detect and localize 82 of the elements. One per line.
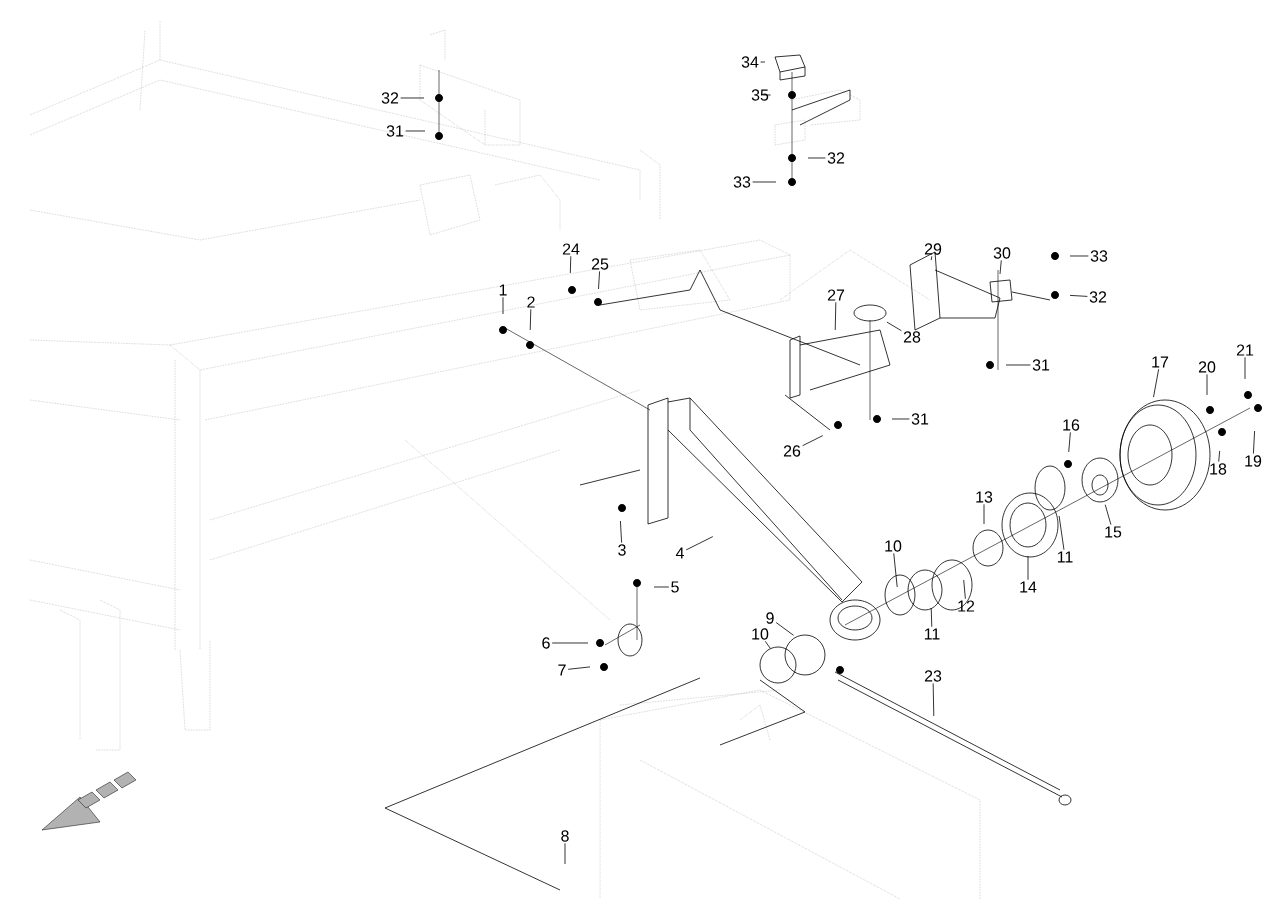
callout-number: 15 bbox=[1105, 526, 1122, 538]
callout-number: 3 bbox=[618, 544, 626, 556]
callout-number: 24 bbox=[562, 243, 580, 255]
callout-number: 11 bbox=[924, 628, 940, 640]
leader-line bbox=[653, 586, 670, 588]
callout-number: 21 bbox=[1236, 344, 1254, 356]
callout-number: 13 bbox=[976, 491, 993, 503]
callout-number: 12 bbox=[958, 600, 975, 612]
leader-line bbox=[1206, 373, 1208, 396]
callout-number: 2 bbox=[527, 296, 535, 308]
callout-number: 32 bbox=[827, 152, 845, 164]
leader-line bbox=[529, 308, 532, 331]
callout-number: 33 bbox=[1090, 250, 1108, 262]
leader-line bbox=[932, 682, 935, 717]
callout-number: 33 bbox=[733, 176, 751, 188]
callout-number: 30 bbox=[993, 247, 1011, 259]
leader-line bbox=[685, 536, 714, 551]
leader-line bbox=[502, 296, 504, 315]
leader-line bbox=[802, 435, 824, 447]
leader-line bbox=[564, 842, 566, 865]
leader-line bbox=[893, 552, 898, 588]
leader-line bbox=[598, 270, 600, 290]
callout-number: 32 bbox=[1089, 291, 1107, 303]
callout-number: 31 bbox=[1032, 359, 1050, 371]
leader-line bbox=[1068, 431, 1071, 453]
leader-line bbox=[1153, 368, 1160, 398]
leader-line bbox=[1069, 295, 1088, 297]
leader-line bbox=[930, 607, 933, 628]
callout-number: 23 bbox=[924, 670, 942, 682]
leader-line bbox=[752, 181, 777, 183]
leader-line bbox=[886, 321, 902, 332]
leader-line bbox=[567, 666, 591, 670]
callout-number: 32 bbox=[381, 92, 399, 104]
callout-number: 4 bbox=[675, 547, 684, 559]
leader-line bbox=[760, 61, 766, 63]
callout-number: 25 bbox=[591, 258, 609, 270]
leader-line bbox=[1244, 356, 1246, 380]
leader-line bbox=[1104, 504, 1112, 526]
leader-line bbox=[1027, 555, 1029, 581]
callout-number: 16 bbox=[1063, 419, 1080, 431]
leader-line bbox=[569, 255, 572, 274]
leader-line bbox=[405, 130, 426, 132]
leader-line bbox=[983, 503, 985, 525]
callout-number: 31 bbox=[911, 413, 929, 425]
callout-number: 8 bbox=[561, 830, 569, 842]
callout-number: 31 bbox=[386, 125, 404, 137]
leader-line bbox=[1069, 255, 1089, 257]
leader-line bbox=[1005, 364, 1031, 366]
leader-line bbox=[775, 622, 794, 636]
leader-line bbox=[764, 640, 771, 649]
leader-line bbox=[834, 301, 837, 331]
callout-number: 5 bbox=[671, 581, 679, 593]
callout-number: 29 bbox=[924, 243, 942, 255]
callout-number: 34 bbox=[741, 56, 759, 68]
leader-line bbox=[1253, 430, 1255, 455]
leader-line bbox=[930, 255, 933, 261]
leader-line bbox=[807, 157, 826, 159]
leader-line bbox=[551, 642, 589, 644]
callout-number: 7 bbox=[558, 664, 566, 676]
callout-number: 9 bbox=[766, 612, 774, 624]
callout-number: 35 bbox=[751, 89, 769, 101]
callout-number: 28 bbox=[903, 331, 921, 343]
callout-number: 11 bbox=[1057, 551, 1073, 563]
callout-number: 20 bbox=[1198, 361, 1216, 373]
leader-line bbox=[963, 579, 966, 600]
callout-number: 18 bbox=[1210, 463, 1227, 475]
leader-line bbox=[762, 94, 771, 96]
callout-number: 10 bbox=[885, 540, 902, 552]
leader-line bbox=[400, 97, 425, 99]
leader-line bbox=[1058, 515, 1065, 551]
callout-number: 26 bbox=[783, 445, 801, 457]
leader-line bbox=[1218, 450, 1221, 463]
callout-number: 10 bbox=[752, 628, 769, 640]
callout-number: 19 bbox=[1245, 455, 1262, 467]
callout-number: 17 bbox=[1152, 356, 1169, 368]
leader-line bbox=[620, 520, 622, 544]
callout-number: 6 bbox=[542, 637, 550, 649]
leader-line bbox=[999, 259, 1002, 275]
callout-number: 14 bbox=[1020, 581, 1037, 593]
leader-line bbox=[891, 418, 910, 420]
callout-number: 27 bbox=[827, 289, 845, 301]
callout-number: 1 bbox=[499, 284, 507, 296]
